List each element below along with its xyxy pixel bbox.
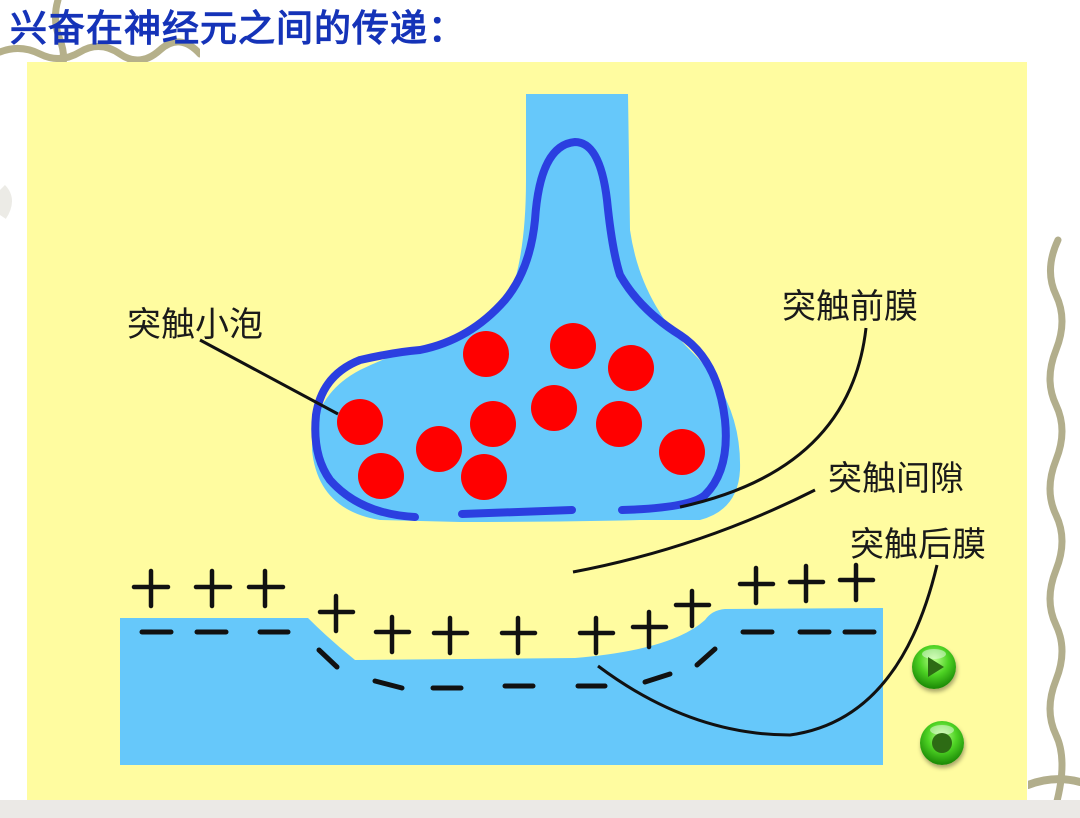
vesicle <box>337 399 383 445</box>
vesicle <box>659 429 705 475</box>
postsynaptic-cell <box>120 608 883 765</box>
leader-line-presynaptic <box>679 327 868 509</box>
vesicle <box>531 385 577 431</box>
vesicle <box>358 453 404 499</box>
negative-charges <box>139 629 877 691</box>
label-synaptic-cleft: 突触间隙 <box>828 459 964 499</box>
positive-charges <box>131 562 876 656</box>
bottom-strip <box>0 800 1080 818</box>
vesicle <box>416 426 462 472</box>
leader-line-vesicle <box>199 338 339 416</box>
label-presynaptic-membrane: 突触前膜 <box>782 287 918 327</box>
stop-icon <box>932 733 952 753</box>
vesicle <box>470 401 516 447</box>
button-gloss <box>930 725 954 735</box>
vesicle <box>608 345 654 391</box>
label-synaptic-vesicle: 突触小泡 <box>127 305 263 345</box>
synaptic-vesicles <box>337 323 705 500</box>
leader-line-cleft <box>572 488 816 574</box>
page-title: 兴奋在神经元之间的传递： <box>10 7 466 50</box>
presynaptic-membrane-segment <box>458 506 576 518</box>
play-button[interactable] <box>912 645 956 689</box>
stop-button[interactable] <box>920 721 964 765</box>
vesicle <box>550 323 596 369</box>
vesicle <box>461 454 507 500</box>
play-icon <box>928 657 944 677</box>
leader-line-postsynaptic <box>597 564 939 737</box>
vesicle <box>596 401 642 447</box>
decorative-vine-right <box>1028 236 1080 809</box>
vesicle <box>463 331 509 377</box>
button-gloss <box>922 649 946 659</box>
leader-lines <box>199 327 939 737</box>
label-postsynaptic-membrane: 突触后膜 <box>850 525 986 565</box>
